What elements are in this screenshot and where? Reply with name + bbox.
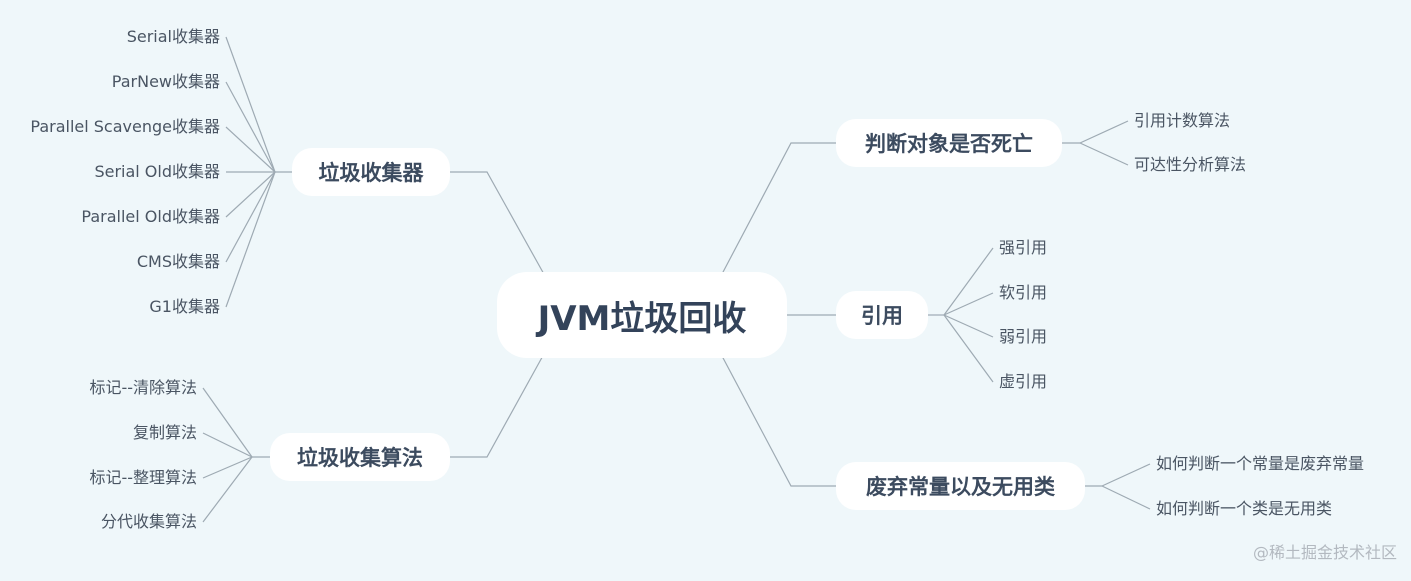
leaf-death-check[interactable]: 引用计数算法 (1134, 111, 1231, 130)
leaf-reference[interactable]: 软引用 (999, 283, 1048, 302)
leaf-useless[interactable]: 如何判断一个类是无用类 (1156, 499, 1333, 518)
link-root-gc-algorithms (450, 351, 546, 458)
leaf-reference[interactable]: 虚引用 (999, 372, 1048, 391)
leaf-gc-collector[interactable]: ParNew收集器 (111, 72, 220, 91)
watermark: @稀土掘金技术社区 (1252, 543, 1397, 562)
leaf-gc-collector[interactable]: Parallel Scavenge收集器 (30, 117, 220, 136)
branch-useless[interactable]: 废弃常量以及无用类 (836, 462, 1085, 510)
leaf-gc-collector[interactable]: Serial收集器 (126, 27, 220, 46)
leaf-gc-collector[interactable]: Parallel Old收集器 (81, 207, 220, 226)
leaf-gc-algorithm[interactable]: 分代收集算法 (100, 512, 197, 531)
leaf-gc-algorithm[interactable]: 标记--清除算法 (89, 378, 197, 397)
leaf-gc-algorithm[interactable]: 复制算法 (132, 423, 197, 442)
link-root-useless (721, 355, 836, 487)
leaf-useless[interactable]: 如何判断一个常量是废弃常量 (1156, 454, 1365, 473)
branch-references[interactable]: 引用 (836, 291, 928, 339)
root-node[interactable]: JVM垃圾回收 (497, 272, 787, 358)
link-root-gc-collectors (450, 171, 546, 277)
branch-gc-collectors[interactable]: 垃圾收集器 (292, 148, 450, 196)
leaf-reference[interactable]: 强引用 (999, 238, 1048, 257)
leaf-reference[interactable]: 弱引用 (999, 327, 1048, 346)
leaf-death-check[interactable]: 可达性分析算法 (1134, 155, 1247, 174)
leaf-gc-collector[interactable]: Serial Old收集器 (94, 162, 220, 181)
leaf-gc-collector[interactable]: CMS收集器 (136, 252, 220, 271)
leaf-gc-algorithm[interactable]: 标记--整理算法 (89, 468, 197, 487)
branch-death-check[interactable]: 判断对象是否死亡 (836, 119, 1062, 167)
link-root-death-check (721, 142, 836, 275)
leaf-gc-collector[interactable]: G1收集器 (149, 297, 220, 316)
branch-gc-algorithms[interactable]: 垃圾收集算法 (270, 433, 450, 481)
